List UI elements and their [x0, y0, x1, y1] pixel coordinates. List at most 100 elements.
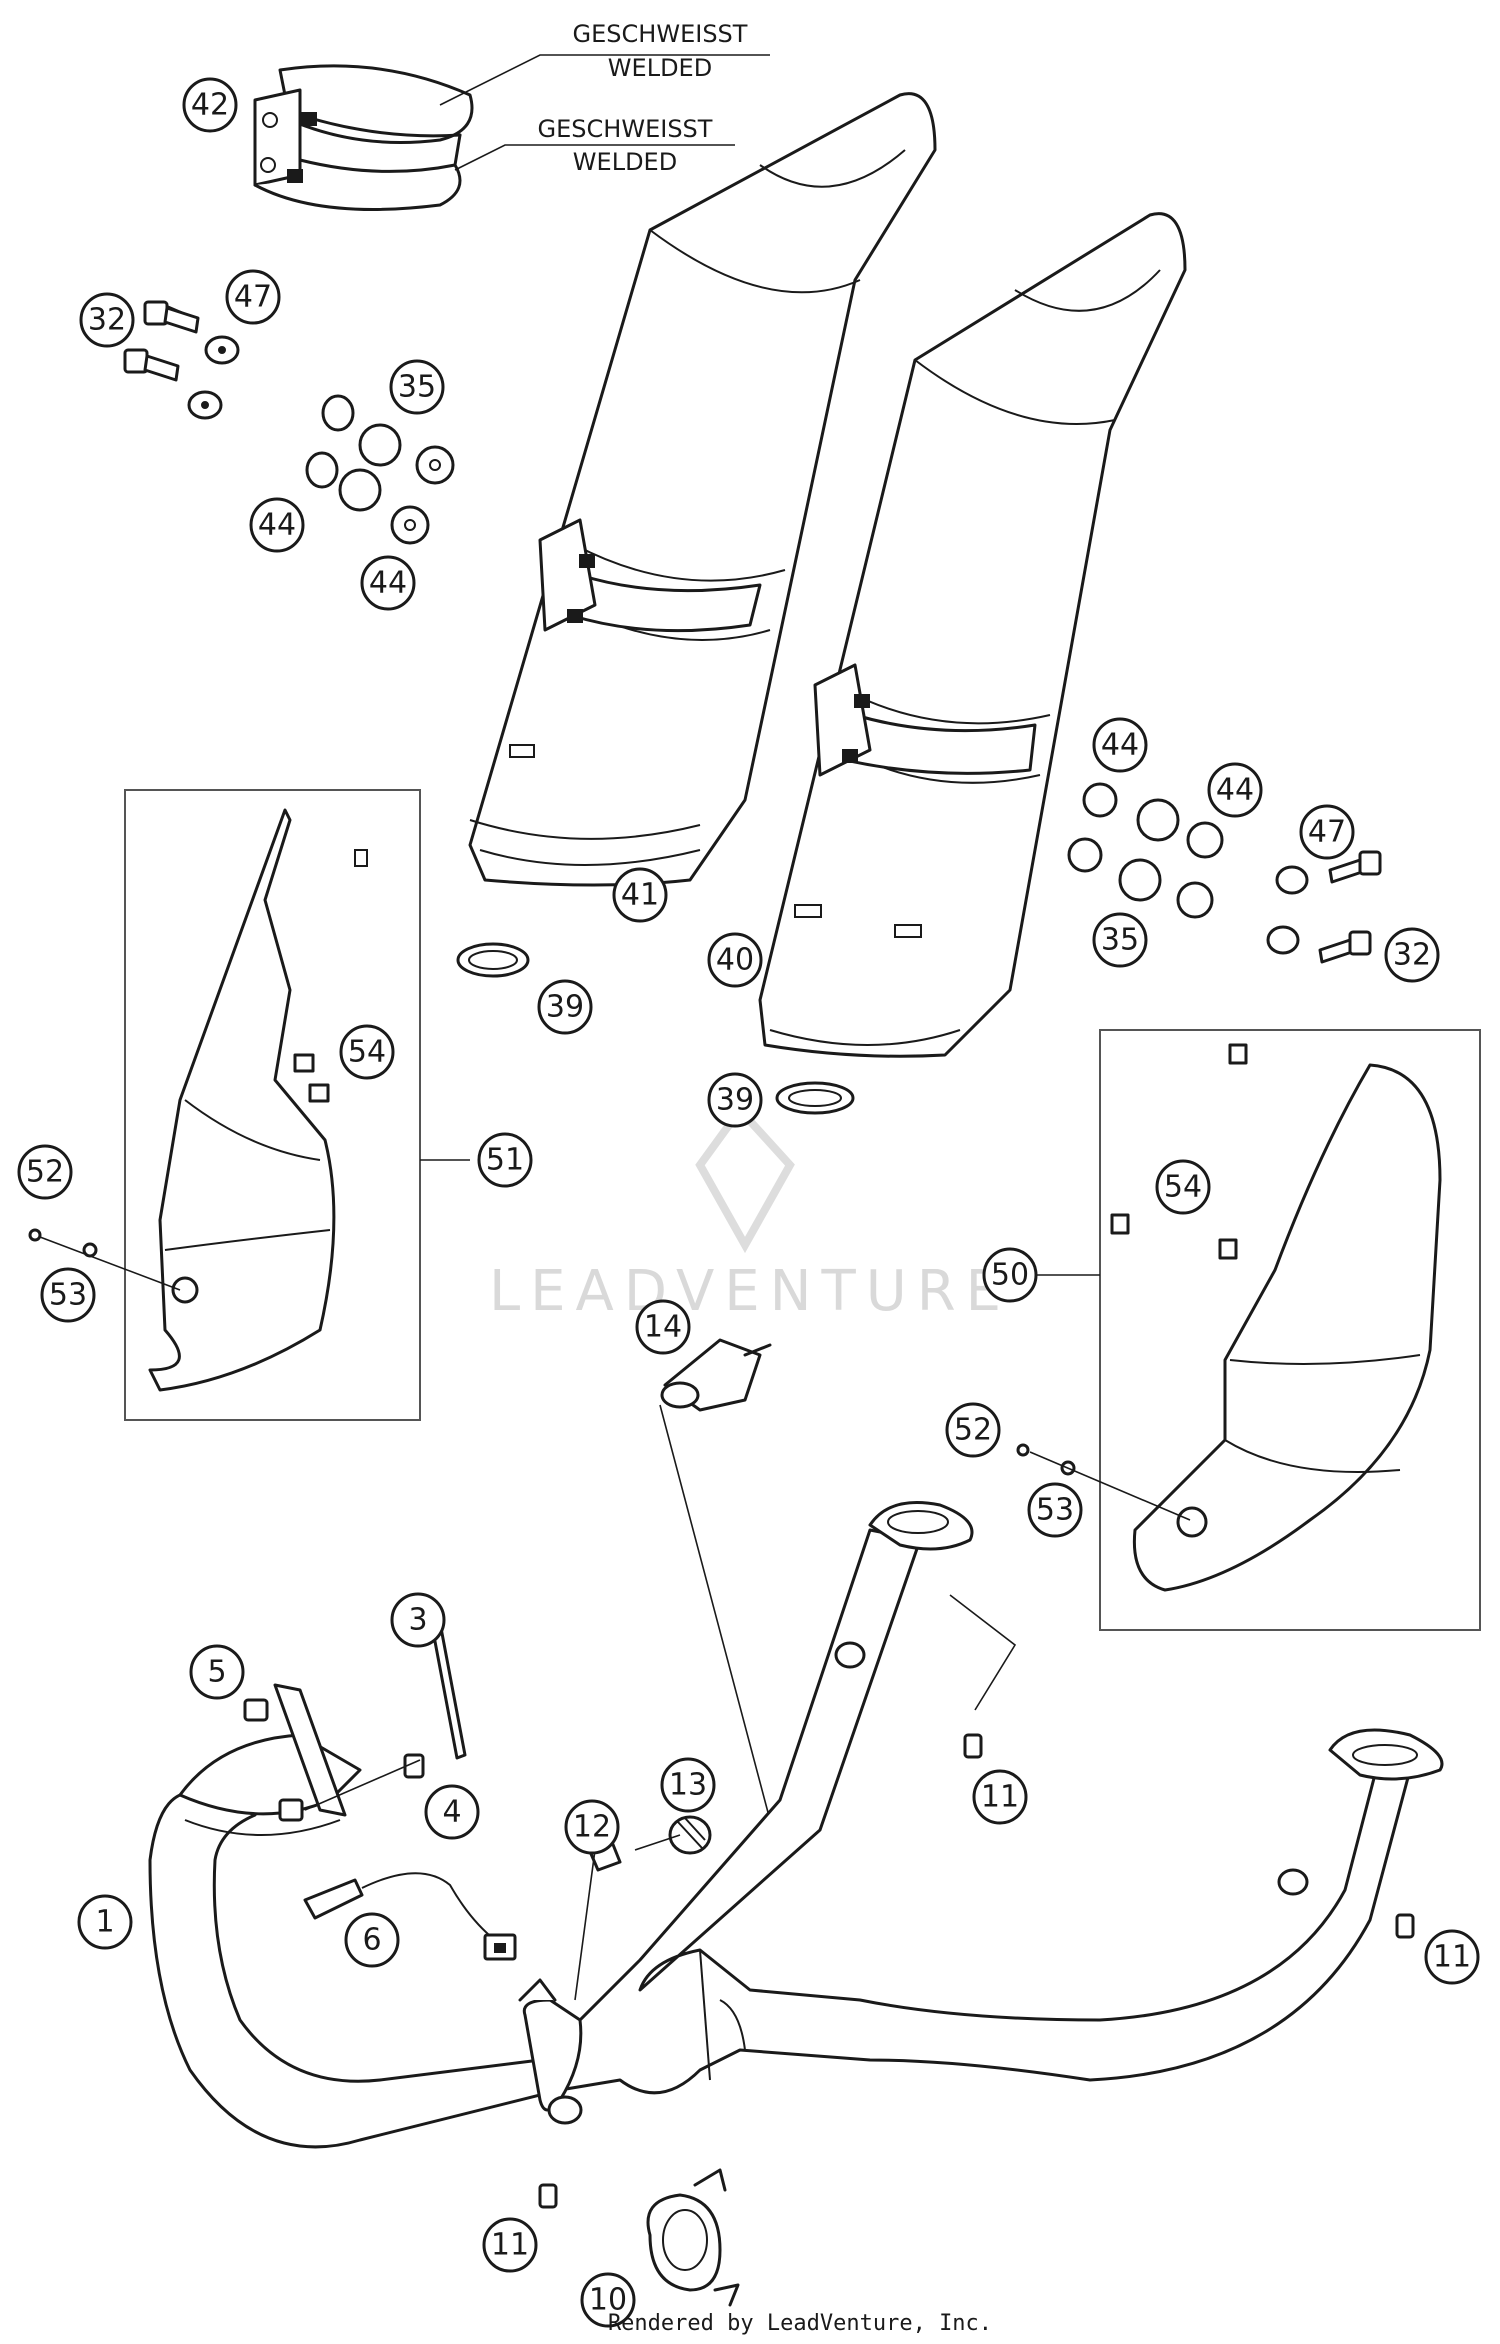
welded-note-1-en: WELDED [608, 54, 712, 82]
welded-note-leaders [439, 54, 770, 171]
svg-text:11: 11 [1433, 1940, 1471, 1975]
callout-40: 40 [707, 932, 763, 988]
callout-53-left: 53 [40, 1267, 96, 1323]
callout-14: 14 [635, 1299, 691, 1355]
silencer-40 [758, 212, 1187, 1058]
callout-11-right: 11 [1424, 1929, 1480, 1985]
callout-44-left-a: 44 [249, 497, 305, 553]
oxygen-sensor-6 [303, 1872, 517, 1961]
flange-front [868, 1501, 974, 1551]
svg-text:6: 6 [362, 1923, 381, 1958]
callout-44-right-b: 44 [1207, 762, 1263, 818]
welded-note-1-de: GESCHWEISST [573, 20, 748, 48]
callout-44-right-a: 44 [1092, 717, 1148, 773]
heat-shield-50-box [1099, 1029, 1481, 1631]
svg-text:4: 4 [442, 1795, 461, 1830]
callout-10: 10 [580, 2272, 636, 2328]
svg-text:52: 52 [26, 1155, 64, 1190]
screw-52-right [1016, 1443, 1030, 1457]
welded-note-2-de: GESCHWEISST [538, 115, 713, 143]
callout-12: 12 [564, 1799, 620, 1855]
callout-50: 50 [982, 1247, 1038, 1303]
svg-text:14: 14 [644, 1310, 682, 1345]
callout-13: 13 [660, 1757, 716, 1813]
bolt-32a [143, 300, 200, 334]
svg-text:1: 1 [95, 1905, 114, 1940]
svg-text:53: 53 [1036, 1493, 1074, 1528]
svg-text:12: 12 [573, 1810, 611, 1845]
callout-35-left: 35 [389, 359, 445, 415]
callout-52-left: 52 [17, 1144, 73, 1200]
svg-text:5: 5 [207, 1655, 226, 1690]
flange-rear [1328, 1728, 1444, 1781]
svg-text:47: 47 [1308, 815, 1346, 850]
nut-13 [668, 1815, 712, 1855]
svg-text:39: 39 [716, 1083, 754, 1118]
callout-1: 1 [77, 1894, 133, 1950]
svg-text:41: 41 [621, 878, 659, 913]
svg-text:47: 47 [234, 280, 272, 315]
callout-35-right: 35 [1092, 912, 1148, 968]
svg-text:10: 10 [589, 2283, 627, 2318]
flange-5 [243, 1683, 347, 1822]
clamp-42 [253, 64, 474, 211]
svg-text:50: 50 [991, 1258, 1029, 1293]
svg-text:54: 54 [1164, 1170, 1202, 1205]
svg-text:51: 51 [486, 1143, 524, 1178]
svg-text:44: 44 [1101, 728, 1139, 763]
screw-11-right [1395, 1913, 1415, 1939]
callout-32-left: 32 [79, 292, 135, 348]
svg-text:44: 44 [369, 566, 407, 601]
heat-shield-51 [148, 808, 368, 1392]
hardware-right [1067, 782, 1382, 964]
silencer-41 [468, 92, 937, 887]
bolt-32b [123, 348, 180, 382]
callout-3: 3 [390, 1592, 446, 1648]
callout-53-right: 53 [1027, 1482, 1083, 1538]
svg-text:32: 32 [1393, 938, 1431, 973]
svg-text:53: 53 [49, 1278, 87, 1313]
callout-47-right: 47 [1299, 804, 1355, 860]
svg-text:39: 39 [546, 990, 584, 1025]
callout-6: 6 [344, 1912, 400, 1968]
callout-41: 41 [612, 867, 668, 923]
callout-54-right: 54 [1155, 1159, 1211, 1215]
callout-47-left: 47 [225, 269, 281, 325]
watermark-logo: LEADVENTURE [489, 1103, 1011, 1324]
exhaust-header-pipe-1 [148, 1528, 1412, 2149]
heat-shield-50 [1110, 1043, 1442, 1592]
heat-shield-51-box [124, 789, 421, 1421]
hardware-upper-left [123, 300, 455, 545]
screw-11-bottom [538, 2183, 558, 2209]
render-credit: Rendered by LeadVenture, Inc. [608, 2311, 992, 2336]
callout-52-right: 52 [945, 1402, 1001, 1458]
svg-text:32: 32 [88, 303, 126, 338]
screw-52-left [28, 1228, 42, 1242]
svg-text:52: 52 [954, 1413, 992, 1448]
callout-54-left: 54 [339, 1024, 395, 1080]
callout-32-right: 32 [1384, 927, 1440, 983]
svg-text:35: 35 [398, 370, 436, 405]
svg-text:13: 13 [669, 1768, 707, 1803]
pipe-clamp-10 [646, 2168, 740, 2307]
svg-text:35: 35 [1101, 923, 1139, 958]
svg-text:40: 40 [716, 943, 754, 978]
callout-4: 4 [424, 1784, 480, 1840]
center-clamp [518, 1978, 583, 2125]
svg-text:11: 11 [491, 2228, 529, 2263]
callout-11-center: 11 [972, 1769, 1028, 1825]
svg-text:44: 44 [258, 508, 296, 543]
callout-5: 5 [189, 1644, 245, 1700]
welded-note-2-en: WELDED [573, 148, 677, 176]
callout-51: 51 [477, 1132, 533, 1188]
gaskets-39 [456, 942, 855, 1115]
callout-42: 42 [182, 77, 238, 133]
watermark-text: LEADVENTURE [489, 1259, 1011, 1324]
svg-text:54: 54 [348, 1035, 386, 1070]
bracket-14 [660, 1338, 772, 1412]
callout-44-left-b: 44 [360, 555, 416, 611]
svg-text:11: 11 [981, 1780, 1019, 1815]
svg-text:42: 42 [191, 88, 229, 123]
svg-text:3: 3 [408, 1603, 427, 1638]
